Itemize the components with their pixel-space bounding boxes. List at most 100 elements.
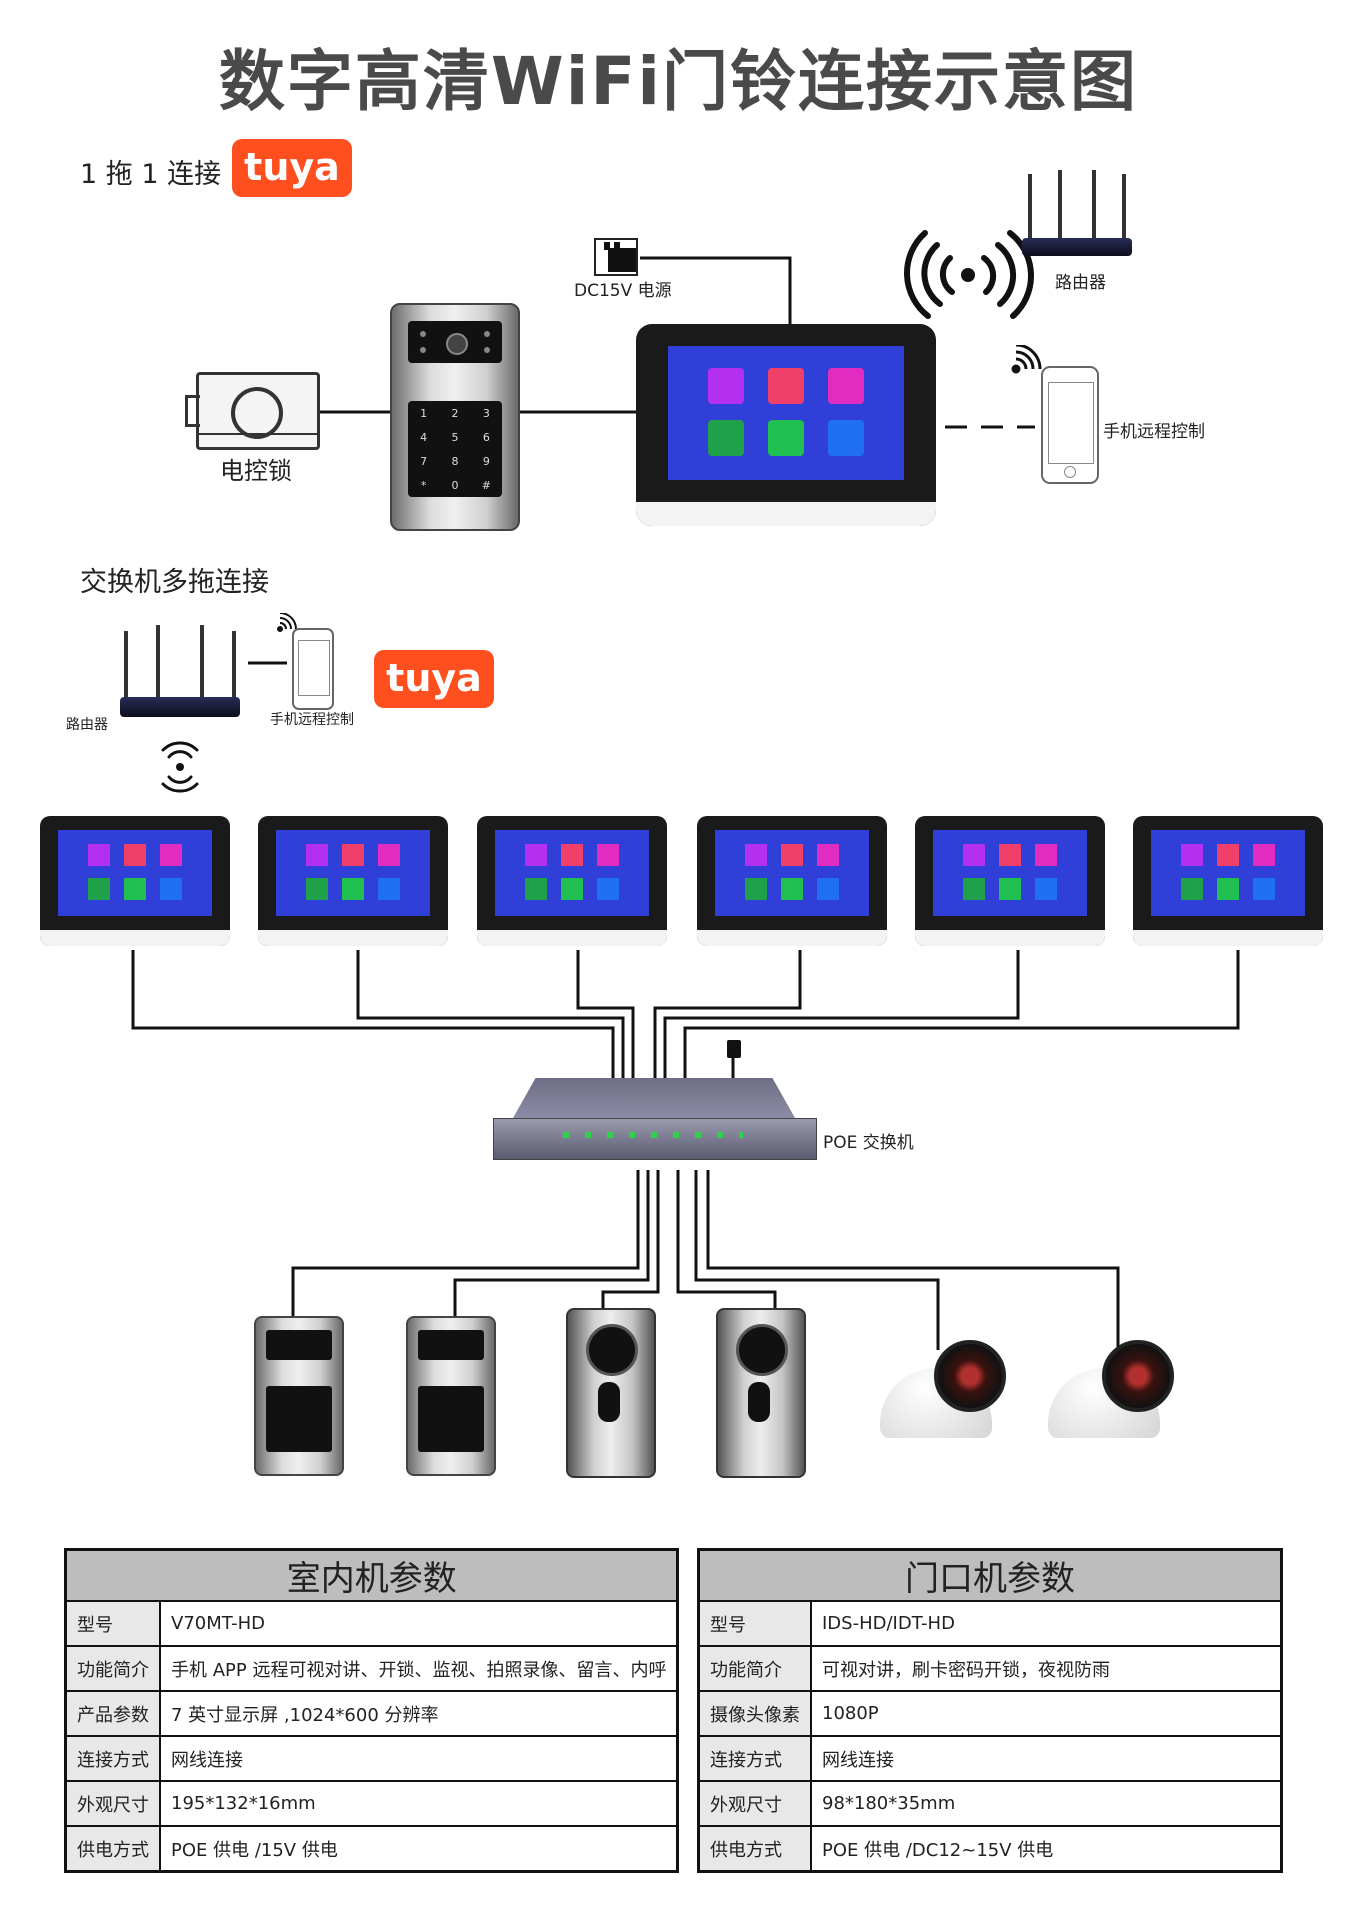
key-2[interactable]: 2 <box>451 406 459 420</box>
settings-icon[interactable] <box>378 844 400 866</box>
key-4[interactable]: 4 <box>420 430 428 444</box>
table-row: 连接方式网线连接 <box>697 1735 1283 1782</box>
indoor-monitor-6 <box>1133 816 1323 946</box>
phone-wifi-icon <box>1010 343 1042 379</box>
param-key: 摄像头像素 <box>697 1690 812 1737</box>
phone-call-icon[interactable] <box>768 368 804 404</box>
key-6[interactable]: 6 <box>482 430 490 444</box>
switch-label: POE 交换机 <box>823 1133 914 1153</box>
monitor-screen <box>715 830 869 916</box>
indoor-monitor <box>636 324 936 526</box>
param-key: 功能简介 <box>697 1645 812 1692</box>
power-adapter-icon <box>594 238 638 276</box>
param-value: 7 英寸显示屏 ,1024*600 分辨率 <box>159 1690 679 1737</box>
contacts-icon[interactable] <box>306 844 328 866</box>
router-icon <box>1022 170 1132 260</box>
home-icon[interactable] <box>342 878 364 900</box>
router-label-2: 路由器 <box>66 717 108 733</box>
settings-icon[interactable] <box>817 844 839 866</box>
electric-lock-icon <box>185 372 320 450</box>
monitor-icon[interactable] <box>708 420 744 456</box>
phone-call-icon[interactable] <box>1217 844 1239 866</box>
router-icon-2 <box>120 625 240 725</box>
monitor-screen <box>276 830 430 916</box>
param-value: 1080P <box>810 1690 1283 1737</box>
settings-icon[interactable] <box>1253 844 1275 866</box>
settings-icon[interactable] <box>160 844 182 866</box>
phone-wifi-icon-2 <box>276 612 300 637</box>
key-star[interactable]: * <box>420 478 427 492</box>
home-icon[interactable] <box>124 878 146 900</box>
key-hash[interactable]: # <box>481 478 491 492</box>
home-icon[interactable] <box>781 878 803 900</box>
indoor-monitor-4 <box>697 816 887 946</box>
table-row: 功能简介可视对讲，刷卡密码开锁，夜视防雨 <box>697 1645 1283 1692</box>
dome-camera-1 <box>874 1340 1006 1448</box>
key-1[interactable]: 1 <box>420 406 428 420</box>
monitor-icon[interactable] <box>1181 878 1203 900</box>
phone-label: 手机远程控制 <box>1103 422 1205 442</box>
home-icon[interactable] <box>999 878 1021 900</box>
contacts-icon[interactable] <box>88 844 110 866</box>
monitor-icon[interactable] <box>963 878 985 900</box>
indoor-monitor-3 <box>477 816 667 946</box>
param-value: 手机 APP 远程可视对讲、开锁、监视、拍照录像、留言、内呼 <box>159 1645 679 1692</box>
tuya-logo-2: tuya <box>374 650 494 708</box>
unlock-icon[interactable] <box>597 878 619 900</box>
key-9[interactable]: 9 <box>482 454 490 468</box>
unlock-icon[interactable] <box>160 878 182 900</box>
camera-module-icon <box>408 321 502 363</box>
monitor-icon[interactable] <box>525 878 547 900</box>
phone-call-icon[interactable] <box>781 844 803 866</box>
monitor-icon[interactable] <box>745 878 767 900</box>
home-icon[interactable] <box>1217 878 1239 900</box>
monitor-icon[interactable] <box>88 878 110 900</box>
indoor-monitor-5 <box>915 816 1105 946</box>
contacts-icon[interactable] <box>525 844 547 866</box>
monitor-icon[interactable] <box>306 878 328 900</box>
section2-heading: 交换机多拖连接 <box>80 567 269 598</box>
unlock-icon[interactable] <box>828 420 864 456</box>
table-row: 连接方式网线连接 <box>64 1735 679 1782</box>
indoor-monitor-2 <box>258 816 448 946</box>
phone-call-icon[interactable] <box>999 844 1021 866</box>
param-value: V70MT-HD <box>159 1600 679 1647</box>
settings-icon[interactable] <box>597 844 619 866</box>
smartphone-icon-2 <box>292 628 334 710</box>
home-icon[interactable] <box>768 420 804 456</box>
settings-icon[interactable] <box>1035 844 1057 866</box>
contacts-icon[interactable] <box>708 368 744 404</box>
unlock-icon[interactable] <box>378 878 400 900</box>
key-7[interactable]: 7 <box>420 454 428 468</box>
page-title: 数字高清WiFi门铃连接示意图 <box>218 43 1139 120</box>
contacts-icon[interactable] <box>963 844 985 866</box>
phone-call-icon[interactable] <box>561 844 583 866</box>
phone-call-icon[interactable] <box>124 844 146 866</box>
unlock-icon[interactable] <box>817 878 839 900</box>
param-key: 连接方式 <box>697 1735 812 1782</box>
key-5[interactable]: 5 <box>451 430 459 444</box>
door-station-keypad: 1 2 3 4 5 6 7 8 9 * 0 # <box>390 303 520 531</box>
monitor-screen <box>933 830 1087 916</box>
door-station-keypad-1 <box>254 1316 344 1476</box>
indoor-monitor-1 <box>40 816 230 946</box>
param-key: 功能简介 <box>64 1645 161 1692</box>
unlock-icon[interactable] <box>1253 878 1275 900</box>
home-icon[interactable] <box>561 878 583 900</box>
key-0[interactable]: 0 <box>451 478 459 492</box>
door-station-card-2 <box>716 1308 806 1478</box>
key-8[interactable]: 8 <box>451 454 459 468</box>
param-value: 网线连接 <box>810 1735 1283 1782</box>
contacts-icon[interactable] <box>745 844 767 866</box>
phone-call-icon[interactable] <box>342 844 364 866</box>
unlock-icon[interactable] <box>1035 878 1057 900</box>
settings-icon[interactable] <box>828 368 864 404</box>
key-3[interactable]: 3 <box>482 406 490 420</box>
param-value: 可视对讲，刷卡密码开锁，夜视防雨 <box>810 1645 1283 1692</box>
contacts-icon[interactable] <box>1181 844 1203 866</box>
tuya-logo: tuya <box>232 139 352 197</box>
